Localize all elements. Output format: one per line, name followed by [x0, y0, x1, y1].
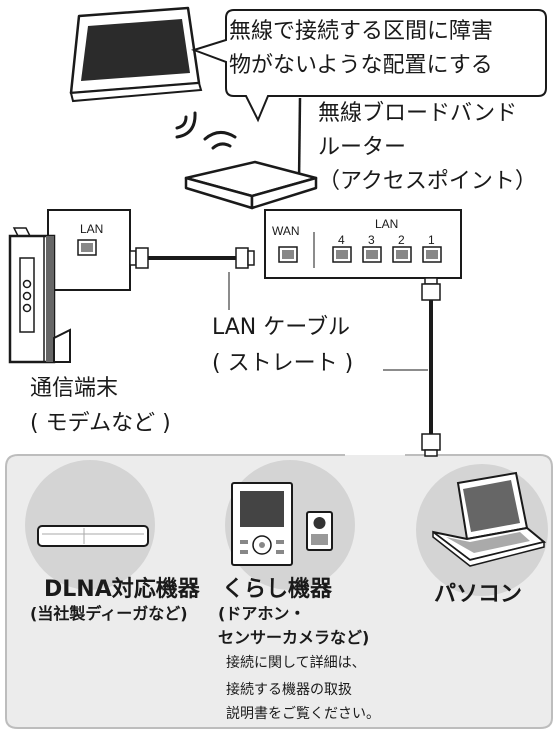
pc-title: パソコン — [434, 582, 523, 607]
router-lan-label: LAN — [375, 217, 398, 231]
callout-line-2: 物がないような配置にする — [229, 53, 493, 78]
router-label-line-2: ルーター — [318, 135, 407, 160]
recorder-icon — [37, 525, 149, 547]
modem-label-line-2: ( モデムなど ) — [30, 411, 171, 436]
lan-ports — [332, 246, 442, 263]
laptop-icon — [432, 471, 547, 567]
callout-line-1: 無線で接続する区間に障害 — [229, 19, 494, 44]
router-port-number-2: 2 — [398, 233, 405, 247]
router-wifi-icon — [203, 131, 237, 150]
connector-router-lan1-side — [421, 277, 441, 301]
door-camera-icon — [306, 511, 333, 551]
cable-label-line-1: LAN ケーブル — [212, 315, 350, 340]
modem-label-line-1: 通信端末 — [30, 376, 119, 401]
modem-lan-label: LAN — [80, 222, 103, 236]
connector-router-wan-side — [235, 247, 255, 269]
router-port-number-1: 1 — [428, 233, 435, 247]
dlna-subtitle: (当社製ディーガなど) — [30, 604, 188, 623]
router-label-line-1: 無線ブロードバンド — [318, 101, 518, 126]
kurashi-subtitle-line-1: (ドアホン・ — [218, 604, 306, 623]
intercom-monitor-icon — [231, 482, 293, 566]
connector-pc-side — [421, 433, 441, 457]
callout-bubble — [190, 9, 547, 123]
note-line-1: 接続に関して詳細は、 — [226, 655, 366, 671]
router-wan-label: WAN — [272, 224, 300, 238]
dlna-title: DLNA対応機器 — [44, 577, 200, 602]
router-port-number-4: 4 — [338, 233, 345, 247]
connector-modem-side — [129, 247, 149, 269]
tablet-wifi-icon — [175, 111, 197, 139]
wan-port — [278, 246, 298, 263]
kurashi-title: くらし機器 — [222, 577, 333, 602]
note-line-2: 接続する機器の取扱 — [226, 682, 352, 698]
note-line-3: 説明書をご覧ください。 — [226, 706, 380, 722]
modem-icon — [8, 227, 71, 364]
modem-lan-port — [77, 239, 97, 256]
cable-label-line-2: ( ストレート ) — [212, 351, 354, 376]
kurashi-subtitle-line-2: センサーカメラなど) — [218, 628, 370, 647]
router-port-number-3: 3 — [368, 233, 375, 247]
tablet-icon — [69, 6, 203, 103]
router-icon — [184, 97, 318, 210]
router-label-line-3: （アクセスポイント） — [318, 169, 537, 194]
router-port-panel — [264, 209, 462, 279]
